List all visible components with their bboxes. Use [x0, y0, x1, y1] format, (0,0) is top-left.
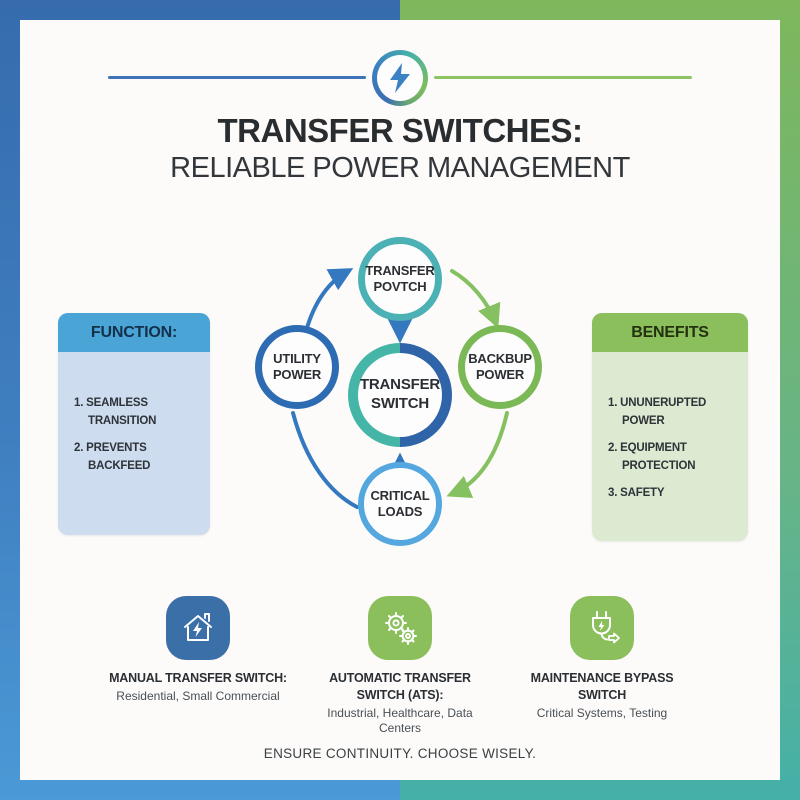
type-subtitle: Industrial, Healthcare, Data Centers — [327, 705, 473, 736]
function-item: 2. PREVENTS BACKFEED — [74, 441, 151, 473]
type-manual-transfer-switch: MANUAL TRANSFER SWITCH: Residential, Sma… — [105, 596, 291, 737]
benefits-list: 1. UNUNERUPTED POWER 2. EQUIPMENT PROTEC… — [592, 394, 748, 502]
type-subtitle: Residential, Small Commercial — [116, 688, 280, 703]
benefits-item: 1. UNUNERUPTED POWER — [608, 397, 707, 428]
type-maintenance-bypass-switch: MAINTENANCE BYPASS SWITCH Critical Syste… — [509, 596, 695, 737]
title-line-1: TRANSFER SWITCHES: — [217, 112, 584, 149]
benefits-panel-title: BENEFITS — [592, 313, 748, 352]
node-transfer-switch-label: TRANSFER SWITCH — [359, 376, 441, 412]
header-divider-right — [434, 76, 692, 79]
gears-icon — [368, 596, 432, 660]
node-transfer-power: TRANSFER POVTCH — [358, 237, 442, 321]
function-item: 1. SEAMLESS TRANSITION — [74, 397, 157, 428]
type-subtitle: Critical Systems, Testing — [536, 705, 668, 720]
plug-arrow-icon — [570, 596, 634, 660]
benefits-panel: BENEFITS 1. UNUNERUPTED POWER 2. EQUIPME… — [592, 313, 748, 541]
function-list: 1. SEAMLESS TRANSITION 2. PREVENTS BACKF… — [58, 394, 210, 476]
node-transfer-switch: TRANSFER SWITCH — [348, 343, 452, 447]
benefits-item: 3. SAFETY — [608, 486, 665, 499]
node-backup-power: BACKBUP POWER — [458, 325, 542, 409]
type-automatic-transfer-switch: AUTOMATIC TRANSFER SWITCH (ATS): Industr… — [307, 596, 493, 737]
header-divider-left — [108, 76, 366, 79]
lightning-bolt-icon — [372, 50, 428, 106]
footer-tagline: ENSURE CONTINUITY. CHOOSE WISELY. — [263, 746, 537, 761]
function-panel: FUNCTION: 1. SEAMLESS TRANSITION 2. PREV… — [58, 313, 210, 535]
benefits-item: 2. EQUIPMENT PROTECTION — [608, 441, 696, 473]
title-line-2: RELIABLE POWER MANAGEMENT — [170, 151, 630, 184]
page-title: TRANSFER SWITCHES: RELIABLE POWER MANAGE… — [0, 112, 800, 186]
switch-types-row: MANUAL TRANSFER SWITCH: Residential, Sma… — [0, 596, 800, 737]
type-title: AUTOMATIC TRANSFER SWITCH (ATS): — [329, 671, 471, 702]
house-bolt-icon — [166, 596, 230, 660]
type-title: MAINTENANCE BYPASS SWITCH — [530, 671, 674, 702]
function-panel-title: FUNCTION: — [58, 313, 210, 352]
node-utility-power: UTILITY POWER — [255, 325, 339, 409]
type-title: MANUAL TRANSFER SWITCH: — [109, 671, 287, 685]
node-critical-loads: CRITICAL LOADS — [358, 462, 442, 546]
